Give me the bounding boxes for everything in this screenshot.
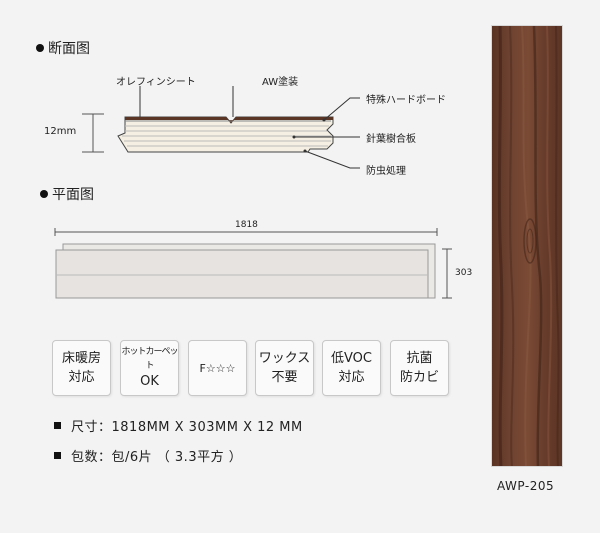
feature-no-wax: ワックス 不要 <box>255 340 314 396</box>
feature-hot-carpet: ホットカーペット OK <box>120 340 179 396</box>
cross-section-title: 断面图 <box>36 38 90 58</box>
label-insect-treatment: 防虫処理 <box>366 166 406 177</box>
label-length: 1818 <box>235 220 258 230</box>
wood-sample-image <box>491 25 563 467</box>
spec-package: 包数：包/6片 （ 3.3平方 ） <box>54 446 242 465</box>
square-bullet-icon <box>54 452 61 459</box>
square-bullet-icon <box>54 422 61 429</box>
feature-floor-heating: 床暖房 対応 <box>52 340 111 396</box>
board-shape <box>117 116 334 153</box>
feature-antibacterial: 抗菌 防カビ <box>390 340 449 396</box>
plan-view-title: 平面图 <box>40 184 94 204</box>
label-aw-coating: AW塗装 <box>262 77 299 88</box>
feature-low-voc: 低VOC 対応 <box>322 340 381 396</box>
label-olefin-sheet: オレフィンシート <box>116 77 196 88</box>
label-special-hardboard: 特殊ハードボード <box>366 95 446 106</box>
label-width: 303 <box>455 268 473 278</box>
spec-size: 尺寸：1818MM X 303MM X 12 MM <box>54 416 303 435</box>
label-thickness: 12mm <box>44 126 77 137</box>
feature-f-star-rating: F☆☆☆ <box>188 340 247 396</box>
bullet-icon <box>36 44 44 52</box>
bullet-icon <box>40 190 48 198</box>
label-softwood-plywood: 針葉樹合板 <box>366 134 416 145</box>
cross-section-diagram <box>82 86 360 169</box>
plan-view-diagram <box>54 228 452 299</box>
product-code: AWP-205 <box>497 479 555 493</box>
surface-layer <box>125 117 333 123</box>
